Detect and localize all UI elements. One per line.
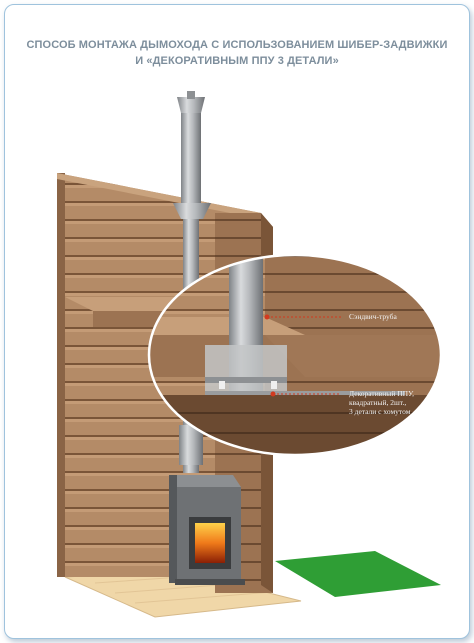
title-line-1: СПОСОБ МОНТАЖА ДЫМОХОДА С ИСПОЛЬЗОВАНИЕМ… — [26, 39, 448, 51]
callout-decor-ppu-line-1: Декоративный ППУ, — [349, 389, 415, 398]
magnified-detail-inset — [147, 253, 443, 457]
callout-sandwich-pipe: Сэндвич-труба — [349, 312, 397, 321]
sauna-stove — [169, 475, 245, 585]
title-line-2: И «ДЕКОРАТИВНЫМ ППУ 3 ДЕТАЛИ» — [135, 55, 339, 67]
leader-dot-decor-ppu — [270, 391, 276, 397]
callout-decor-ppu: Декоративный ППУ, квадратный, 2шт., 3 де… — [349, 389, 414, 416]
leader-dot-sandwich-pipe — [264, 314, 270, 320]
chimney-installation-illustration — [57, 91, 443, 618]
callout-decor-ppu-line-2: квадратный, 2шт., — [349, 398, 407, 407]
page-title: СПОСОБ МОНТАЖА ДЫМОХОДА С ИСПОЛЬЗОВАНИЕМ… — [5, 37, 469, 69]
callout-decor-ppu-line-3: 3 детали с хомутом — [349, 407, 411, 416]
grass — [275, 551, 441, 597]
poster-frame: СПОСОБ МОНТАЖА ДЫМОХОДА С ИСПОЛЬЗОВАНИЕМ… — [4, 4, 470, 639]
fire-window — [195, 523, 225, 563]
